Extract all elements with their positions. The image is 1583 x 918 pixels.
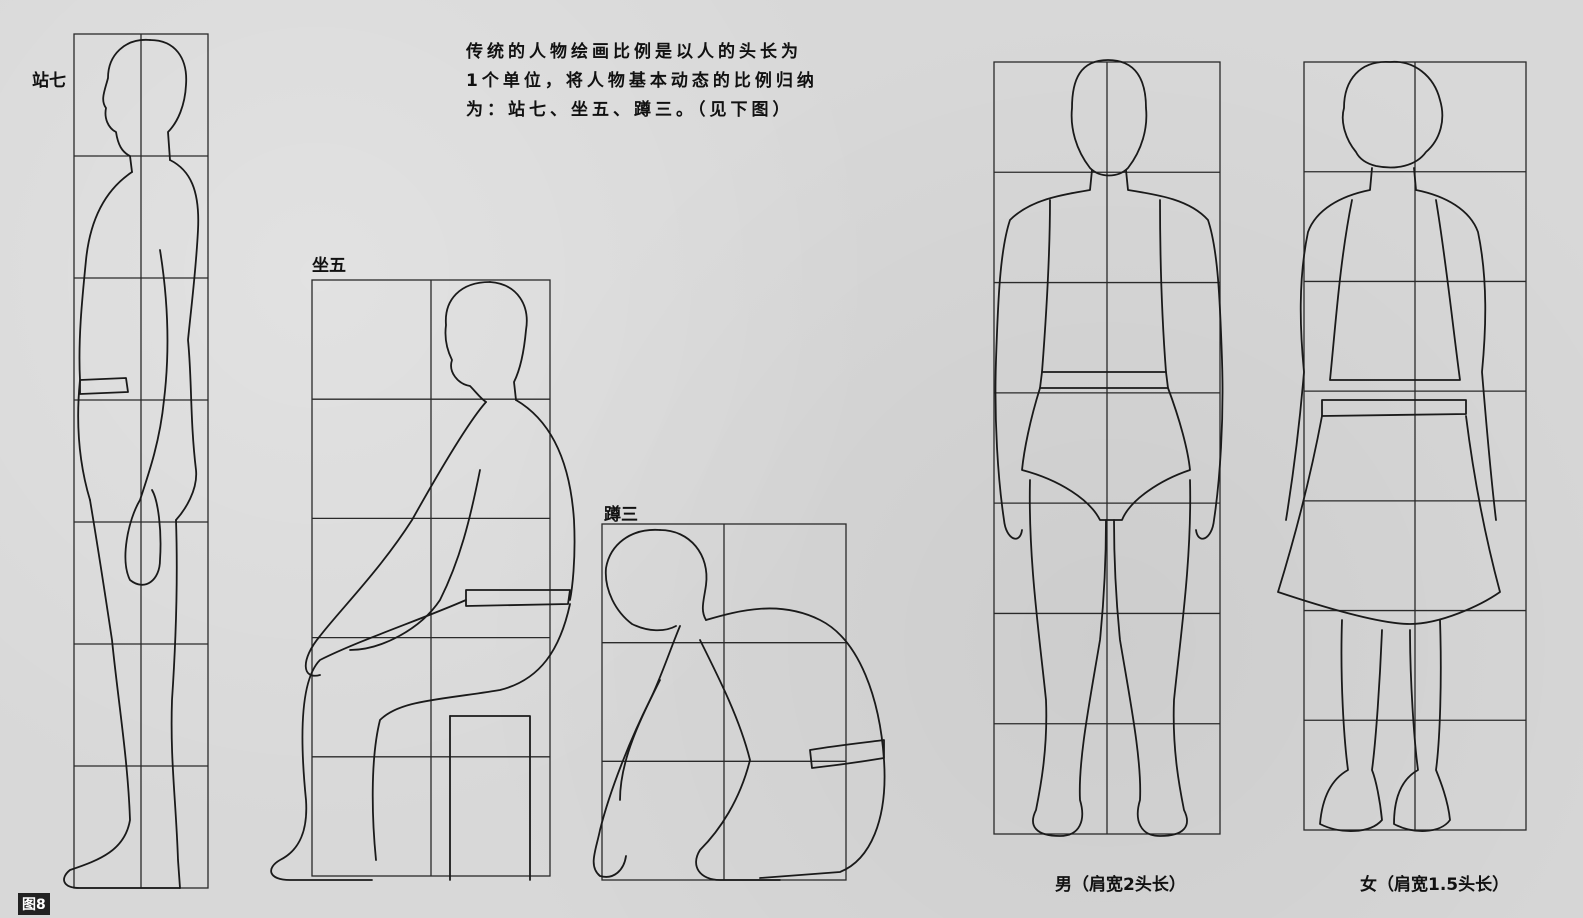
label-stand: 站七 xyxy=(32,66,66,91)
intro-text: 传统的人物绘画比例是以人的头长为 1个单位，将人物基本动态的比例归纳 为：站七、… xyxy=(466,38,818,125)
proportion-grids xyxy=(74,34,1526,888)
seated-figure xyxy=(271,282,574,880)
intro-line-1: 传统的人物绘画比例是以人的头长为 xyxy=(466,38,818,67)
grid-sit xyxy=(312,280,550,876)
squatting-figure xyxy=(594,530,885,880)
figure-number: 图8 xyxy=(18,893,50,915)
grid-squat xyxy=(602,524,846,880)
caption-male: 男（肩宽2头长） xyxy=(1055,870,1186,895)
intro-line-2: 1个单位，将人物基本动态的比例归纳 xyxy=(466,67,818,96)
label-sit: 坐五 xyxy=(312,251,346,276)
caption-female: 女（肩宽1.5头长） xyxy=(1360,870,1509,895)
label-squat: 蹲三 xyxy=(604,500,638,525)
grid-stand xyxy=(74,34,208,888)
standing-figure-side xyxy=(64,40,198,888)
intro-line-3: 为：站七、坐五、蹲三。（见下图） xyxy=(466,96,818,125)
male-figure-front xyxy=(995,60,1222,836)
female-figure-front xyxy=(1278,62,1500,831)
